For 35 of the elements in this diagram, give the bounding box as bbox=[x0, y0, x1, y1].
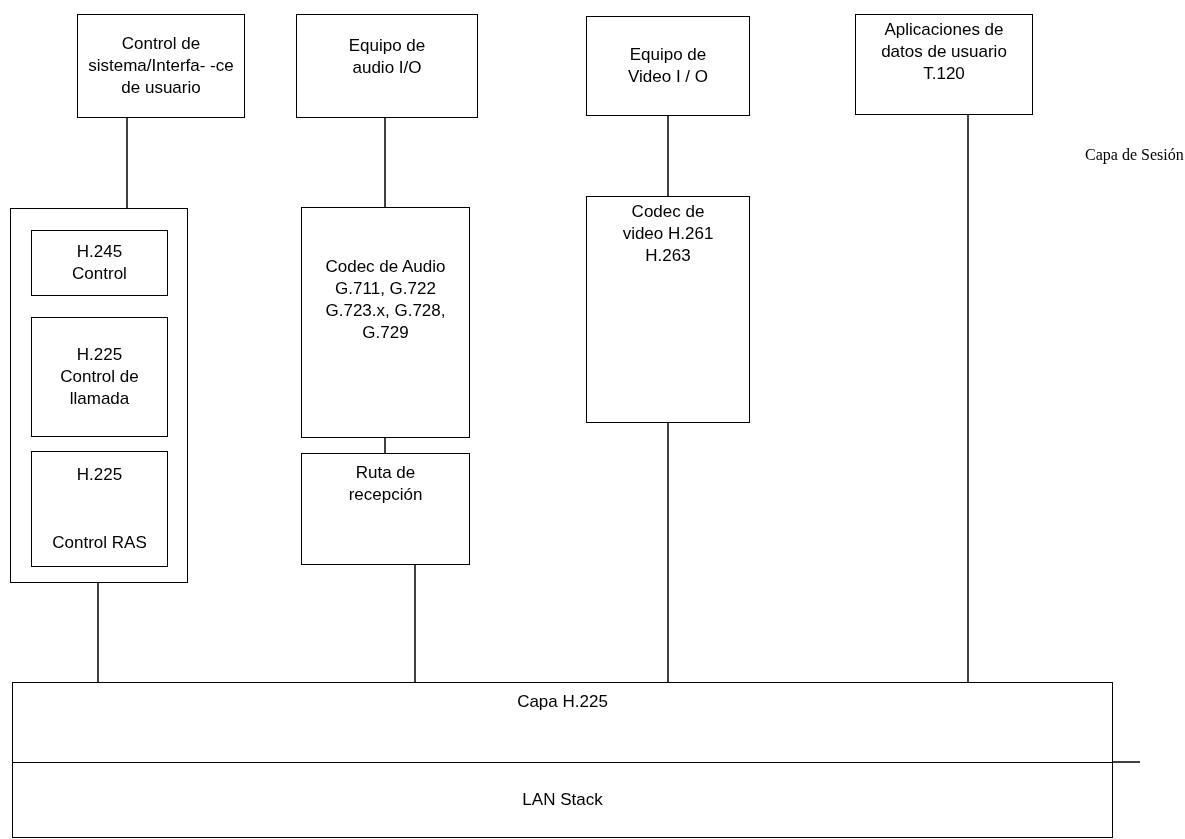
connector-line bbox=[126, 117, 128, 209]
process-box bbox=[586, 16, 750, 116]
group-box bbox=[10, 208, 188, 583]
connector-line bbox=[97, 582, 99, 683]
process-box bbox=[301, 207, 470, 438]
box-label: Control de sistema/Interfa- -ce de usuario bbox=[87, 33, 235, 99]
process-box bbox=[31, 230, 168, 296]
connector-line bbox=[667, 115, 669, 197]
process-box bbox=[296, 14, 478, 118]
box-label: H.225 Control de llamada bbox=[59, 344, 140, 410]
box-label: Codec de video H.261 H.263 bbox=[621, 201, 715, 267]
box-label: Equipo de Video I / O bbox=[627, 44, 709, 88]
process-box bbox=[855, 14, 1033, 115]
process-box bbox=[12, 682, 1113, 763]
box-label: Control RAS bbox=[52, 532, 147, 554]
connector-line bbox=[384, 437, 386, 454]
process-box bbox=[31, 317, 168, 437]
process-box bbox=[31, 451, 168, 567]
process-box bbox=[77, 14, 245, 118]
process-box bbox=[301, 453, 470, 565]
process-box bbox=[586, 196, 750, 423]
connector-line bbox=[667, 422, 669, 683]
connector-line bbox=[967, 114, 969, 683]
box-label: H.225 bbox=[76, 464, 123, 486]
box-label: LAN Stack bbox=[522, 789, 603, 811]
process-box bbox=[12, 762, 1113, 838]
box-label: Equipo de audio I/O bbox=[347, 35, 427, 79]
box-label: Codec de Audio G.711, G.722 G.723.x, G.728, G.729 bbox=[324, 256, 447, 344]
box-label: Capa H.225 bbox=[517, 691, 608, 713]
connector-line bbox=[414, 564, 416, 683]
box-label: Aplicaciones de datos de usuario T.120 bbox=[880, 19, 1008, 85]
box-label: Ruta de recepción bbox=[347, 462, 424, 506]
connector-line bbox=[384, 117, 386, 208]
layer-label: Capa de Sesión bbox=[1085, 145, 1184, 166]
box-label: H.245 Control bbox=[71, 241, 128, 285]
